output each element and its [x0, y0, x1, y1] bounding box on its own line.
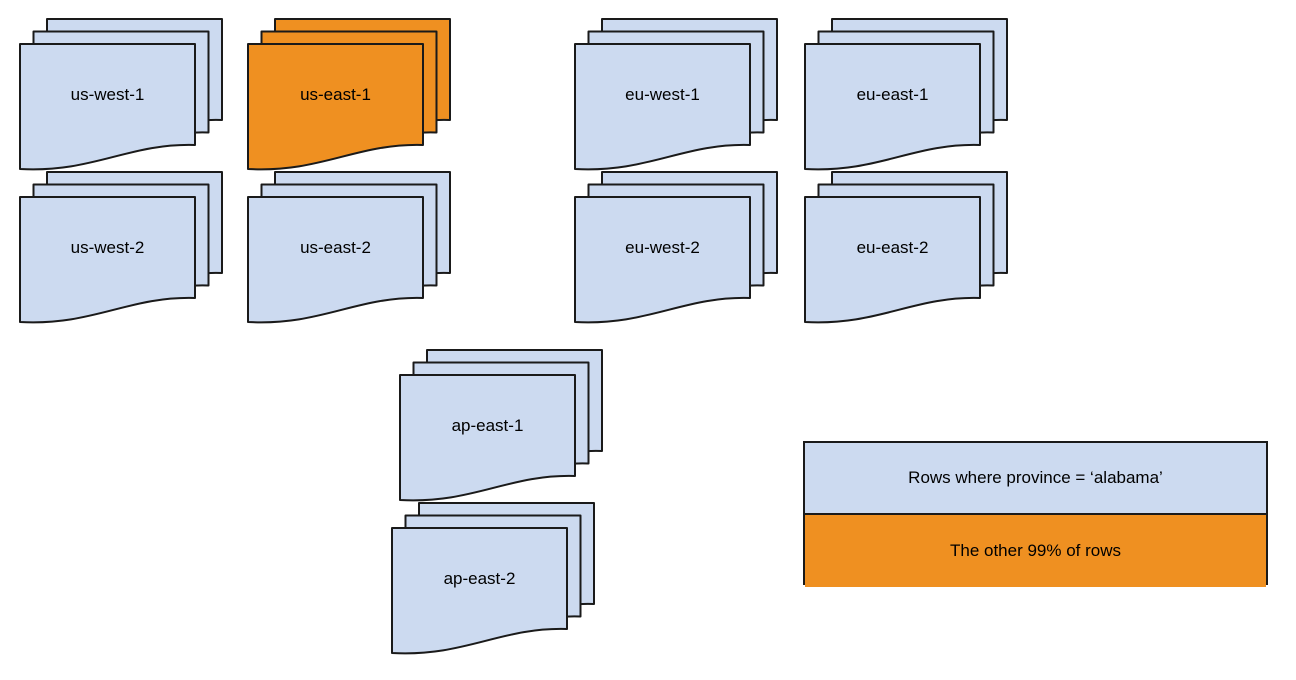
- shard-stack-us-east-2[interactable]: us-east-2: [246, 170, 452, 326]
- shard-sheet-front: [247, 196, 424, 324]
- shard-stack-us-west-2[interactable]: us-west-2: [18, 170, 224, 326]
- shard-stack-shape-eu-west-1: eu-west-1: [574, 18, 778, 171]
- shard-stack-ap-east-1[interactable]: ap-east-1: [398, 348, 604, 504]
- shard-stack-shape-us-east-2: us-east-2: [247, 171, 451, 324]
- shard-stack-shape-eu-west-2: eu-west-2: [574, 171, 778, 324]
- legend-blue-text: Rows where province = ‘alabama’: [908, 468, 1163, 487]
- shard-sheet-front: [391, 527, 568, 655]
- legend: Rows where province = ‘alabama’ The other…: [803, 441, 1268, 587]
- shard-label-eu-west-1: eu-west-1: [625, 85, 700, 104]
- shard-label-us-east-1: us-east-1: [300, 85, 371, 104]
- shard-stack-shape-us-west-1: us-west-1: [19, 18, 223, 171]
- shard-sheet-front: [19, 196, 196, 324]
- legend-blue: Rows where province = ‘alabama’: [805, 443, 1266, 515]
- shard-label-eu-east-2: eu-east-2: [857, 238, 929, 257]
- shard-label-ap-east-1: ap-east-1: [452, 416, 524, 435]
- shard-stack-shape-us-east-1: us-east-1: [247, 18, 451, 171]
- shard-stack-us-west-1[interactable]: us-west-1: [18, 17, 224, 173]
- shard-sheet-front: [804, 196, 981, 324]
- shard-stack-eu-west-2[interactable]: eu-west-2: [573, 170, 779, 326]
- shard-sheet-front: [399, 374, 576, 502]
- shard-sheet-front: [19, 43, 196, 171]
- shard-label-us-east-2: us-east-2: [300, 238, 371, 257]
- shard-stack-us-east-1[interactable]: us-east-1: [246, 17, 452, 173]
- shard-label-eu-west-2: eu-west-2: [625, 238, 700, 257]
- shard-sheet-front: [574, 43, 751, 171]
- shard-stack-shape-eu-east-1: eu-east-1: [804, 18, 1008, 171]
- shard-stack-eu-east-1[interactable]: eu-east-1: [803, 17, 1009, 173]
- shard-label-us-west-2: us-west-2: [71, 238, 145, 257]
- shard-label-us-west-1: us-west-1: [71, 85, 145, 104]
- shard-stack-shape-eu-east-2: eu-east-2: [804, 171, 1008, 324]
- shard-stack-shape-ap-east-1: ap-east-1: [399, 349, 603, 502]
- shard-sheet-front: [804, 43, 981, 171]
- shard-sheet-front: [574, 196, 751, 324]
- legend-orange: The other 99% of rows: [805, 515, 1266, 587]
- shard-label-ap-east-2: ap-east-2: [444, 569, 516, 588]
- shard-stack-eu-east-2[interactable]: eu-east-2: [803, 170, 1009, 326]
- shard-label-eu-east-1: eu-east-1: [857, 85, 929, 104]
- shard-stack-shape-ap-east-2: ap-east-2: [391, 502, 595, 655]
- shard-stack-shape-us-west-2: us-west-2: [19, 171, 223, 324]
- shard-sheet-front: [247, 43, 424, 171]
- shard-stack-ap-east-2[interactable]: ap-east-2: [390, 501, 596, 657]
- legend-orange-text: The other 99% of rows: [949, 541, 1122, 560]
- shard-stack-eu-west-1[interactable]: eu-west-1: [573, 17, 779, 173]
